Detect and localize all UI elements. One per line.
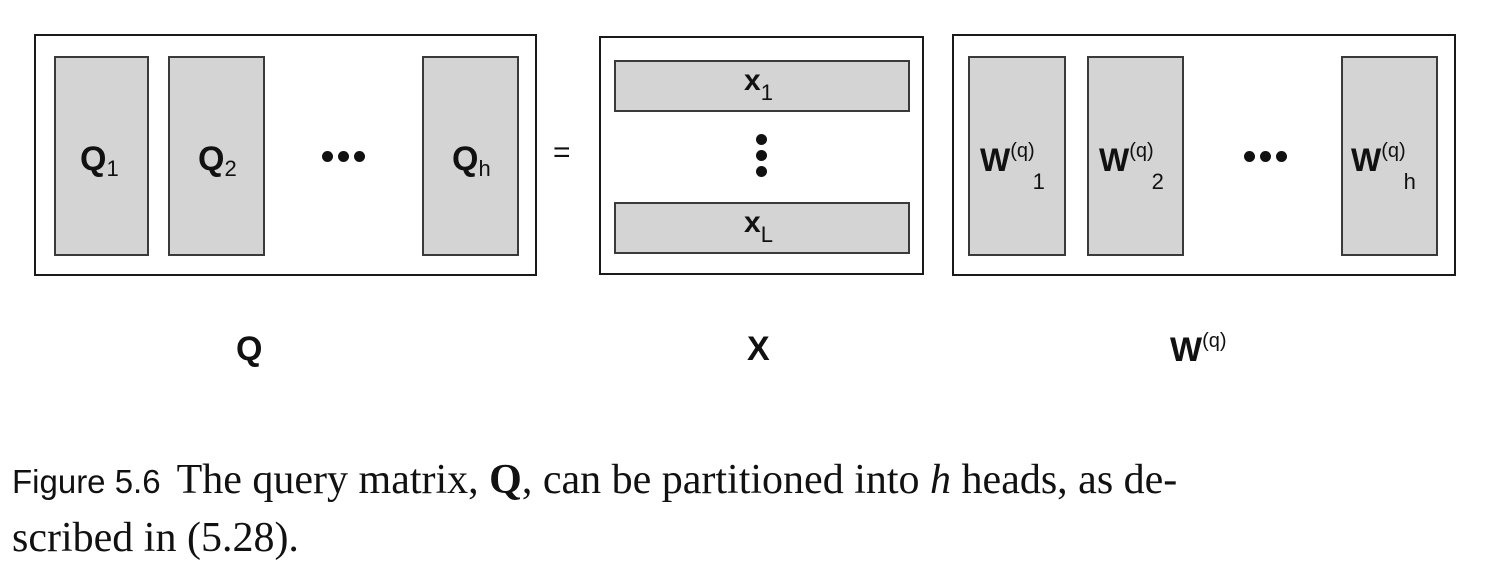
w-matrix-name: W(q) — [1170, 330, 1227, 369]
w-block-1-label: W(q)1 — [980, 140, 1045, 194]
x-row-L: xL — [614, 202, 910, 254]
caption-text-3: heads, as de- — [951, 457, 1178, 503]
q-block-h: Qh — [422, 56, 519, 256]
w-block-1: W(q)1 — [968, 56, 1066, 256]
q-block-h-label: Qh — [452, 140, 491, 181]
q-block-2-label: Q2 — [198, 140, 237, 181]
figure-label: Figure 5.6 — [12, 463, 161, 500]
x-row-1: x1 — [614, 60, 910, 112]
x-ellipsis — [756, 134, 767, 177]
x-row-1-label: x1 — [744, 64, 773, 105]
q-matrix-name: Q — [236, 330, 263, 368]
q-matrix-box: Q1 Q2 Qh — [34, 34, 537, 276]
caption-text-4: scribed in (5.28). — [12, 515, 299, 561]
x-matrix-box: x1 xL — [599, 36, 924, 275]
caption-bold-q: Q — [489, 457, 522, 503]
caption-text-2: , can be partitioned into — [521, 457, 931, 503]
x-matrix-name: X — [747, 330, 770, 368]
caption-italic-h: h — [930, 457, 952, 503]
caption-text-1: The query matrix, — [176, 457, 490, 503]
w-block-2-label: W(q)2 — [1099, 140, 1164, 194]
w-ellipsis — [1244, 151, 1287, 162]
figure-caption: Figure 5.6 The query matrix, Q, can be pa… — [12, 452, 1452, 566]
q-ellipsis — [322, 151, 365, 162]
q-block-2: Q2 — [168, 56, 265, 256]
x-row-L-label: xL — [744, 206, 773, 247]
w-block-2: W(q)2 — [1087, 56, 1184, 256]
equals-sign: = — [553, 136, 571, 169]
w-block-h: W(q)h — [1341, 56, 1438, 256]
q-block-1: Q1 — [54, 56, 149, 256]
w-matrix-box: W(q)1 W(q)2 W(q)h — [952, 34, 1456, 276]
w-block-h-label: W(q)h — [1351, 140, 1416, 194]
q-block-1-label: Q1 — [80, 140, 119, 181]
